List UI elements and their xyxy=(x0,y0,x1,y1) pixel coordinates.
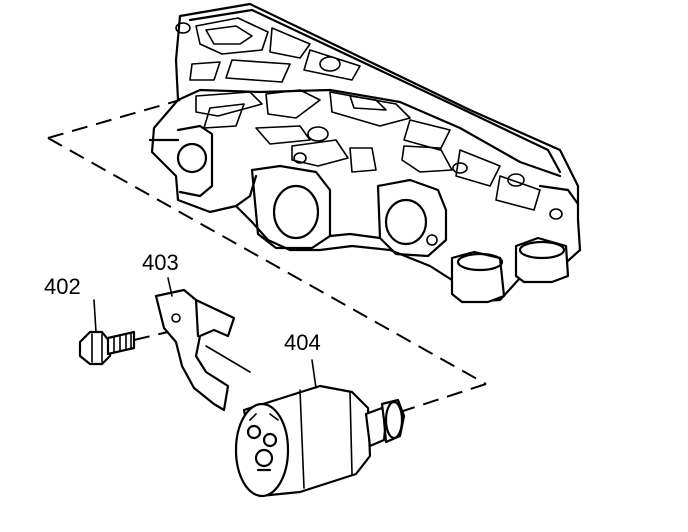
alignment-lines xyxy=(47,99,487,413)
callout-403: 403 xyxy=(142,250,179,275)
callout-leaders xyxy=(93,277,317,389)
valve-body xyxy=(148,2,582,304)
solenoid-404 xyxy=(234,384,406,498)
bracket-403 xyxy=(154,288,251,412)
callout-402: 402 xyxy=(44,274,81,299)
callout-404: 404 xyxy=(284,330,321,355)
bolt-402 xyxy=(78,330,169,366)
